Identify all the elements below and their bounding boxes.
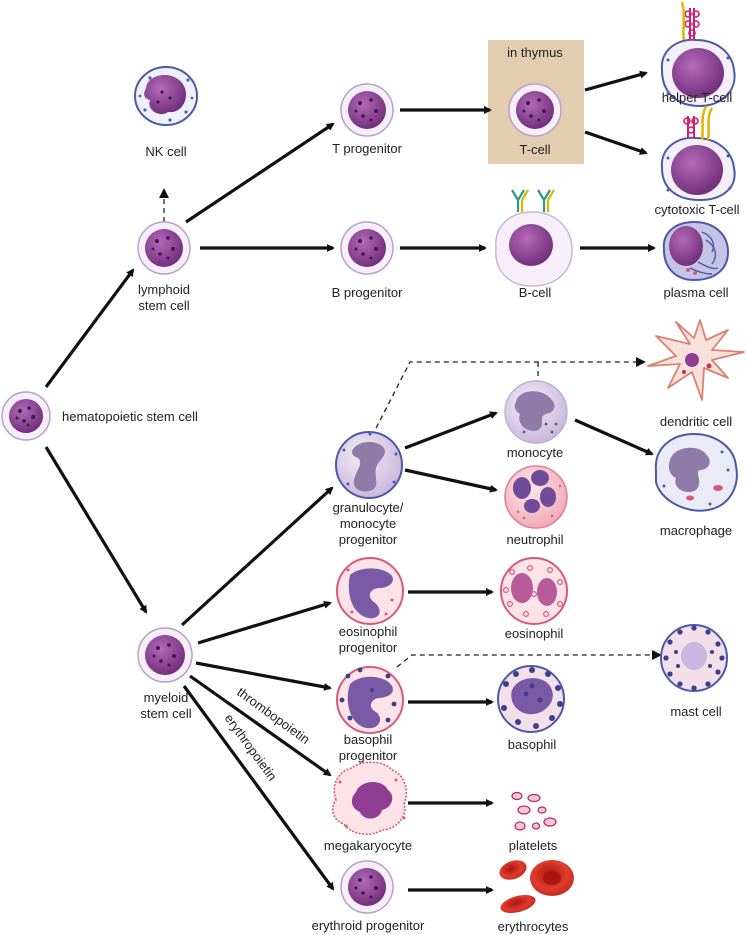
- t-cell: [508, 83, 562, 137]
- dashed-arrow-dendritic: [371, 357, 646, 437]
- megakaryocyte-cell: [331, 761, 408, 836]
- label-platelets: platelets: [509, 838, 558, 853]
- arrow-myeloid-ery: [182, 685, 335, 891]
- arrow-myeloid-mega: [189, 674, 332, 777]
- label-erythroid-progenitor: erythroid progenitor: [312, 918, 425, 933]
- label-dendritic-cell: dendritic cell: [660, 414, 732, 429]
- neutrophil-cell: [504, 465, 568, 529]
- label-plasma-cell: plasma cell: [663, 285, 728, 300]
- hsc-cell: [1, 391, 51, 441]
- label-b-cell: B-cell: [519, 285, 552, 300]
- label-b-progenitor: B progenitor: [332, 285, 403, 300]
- label-t-cell: T-cell: [519, 142, 550, 157]
- arrow-hsc-myeloid: [44, 446, 148, 614]
- erythrocytes-cluster: [499, 860, 574, 914]
- dendritic-cell: [647, 319, 745, 401]
- label-myeloid-line1: myeloid: [144, 690, 189, 705]
- nk-cell: [134, 66, 198, 126]
- label-nk-cell: NK cell: [145, 144, 186, 159]
- label-megakaryocyte: megakaryocyte: [324, 838, 412, 853]
- label-baso-prog-line2: progenitor: [339, 748, 398, 763]
- lymphoid-stem-cell: [137, 221, 191, 275]
- label-eos-prog-line1: eosinophil: [339, 624, 398, 639]
- label-neutrophil: neutrophil: [506, 532, 563, 547]
- dashed-arrow-mast: [396, 650, 662, 668]
- eosinophil-cell: [500, 557, 568, 625]
- label-myeloid-line2: stem cell: [140, 706, 191, 721]
- arrow-myeloid-gm: [180, 486, 334, 627]
- label-eos-prog-line2: progenitor: [339, 640, 398, 655]
- label-in-thymus: in thymus: [507, 45, 563, 60]
- label-cytotoxic-t-cell: cytotoxic T-cell: [654, 202, 739, 217]
- arrow-hsc-lymphoid: [44, 268, 135, 388]
- helper-t-cell: [660, 1, 736, 108]
- arrow-tcell-helper: [584, 70, 648, 92]
- granulocyte-monocyte-progenitor-cell: [335, 431, 403, 499]
- dashed-arrows: [159, 188, 662, 668]
- arrow-gm-monocyte: [404, 411, 498, 450]
- myeloid-stem-cell: [137, 627, 193, 683]
- arrow-lymphoid-tprog: [185, 122, 335, 224]
- arrow-gm-neutrophil: [404, 468, 498, 493]
- mast-cell: [660, 624, 728, 692]
- label-gm-line1: granulocyte/: [333, 500, 404, 515]
- plasma-cell: [662, 220, 730, 282]
- label-baso-prog-line1: basophil: [344, 732, 393, 747]
- erythroid-progenitor-cell: [340, 860, 394, 914]
- platelets-cluster: [511, 791, 557, 831]
- basophil-progenitor-cell: [336, 666, 404, 734]
- basophil-cell: [497, 665, 565, 733]
- label-helper-t-cell: helper T-cell: [662, 90, 733, 105]
- label-eosinophil: eosinophil: [505, 626, 564, 641]
- b-cell: [495, 189, 573, 287]
- arrow-monocyte-macrophage: [574, 418, 654, 456]
- eosinophil-progenitor-cell: [336, 557, 404, 625]
- t-progenitor-cell: [340, 83, 394, 137]
- label-basophil: basophil: [508, 737, 557, 752]
- monocyte-cell: [504, 380, 568, 444]
- label-mast-cell: mast cell: [670, 704, 721, 719]
- label-erythrocytes: erythrocytes: [498, 919, 569, 934]
- arrow-tcell-cytotoxic: [584, 130, 648, 155]
- b-progenitor-cell: [340, 221, 394, 275]
- label-hsc: hematopoietic stem cell: [62, 409, 198, 424]
- label-gm-line3: progenitor: [339, 532, 398, 547]
- label-monocyte: monocyte: [507, 445, 563, 460]
- arrows: [44, 70, 656, 894]
- arrow-myeloid-eos: [197, 600, 332, 645]
- label-lymphoid-line1: lymphoid: [138, 282, 190, 297]
- label-t-progenitor: T progenitor: [332, 141, 403, 156]
- label-lymphoid-line2: stem cell: [138, 298, 189, 313]
- label-macrophage: macrophage: [660, 523, 732, 538]
- macrophage-cell: [654, 432, 738, 512]
- cytotoxic-t-cell: [660, 105, 736, 202]
- arrow-myeloid-baso: [195, 661, 332, 691]
- label-gm-line2: monocyte: [340, 516, 396, 531]
